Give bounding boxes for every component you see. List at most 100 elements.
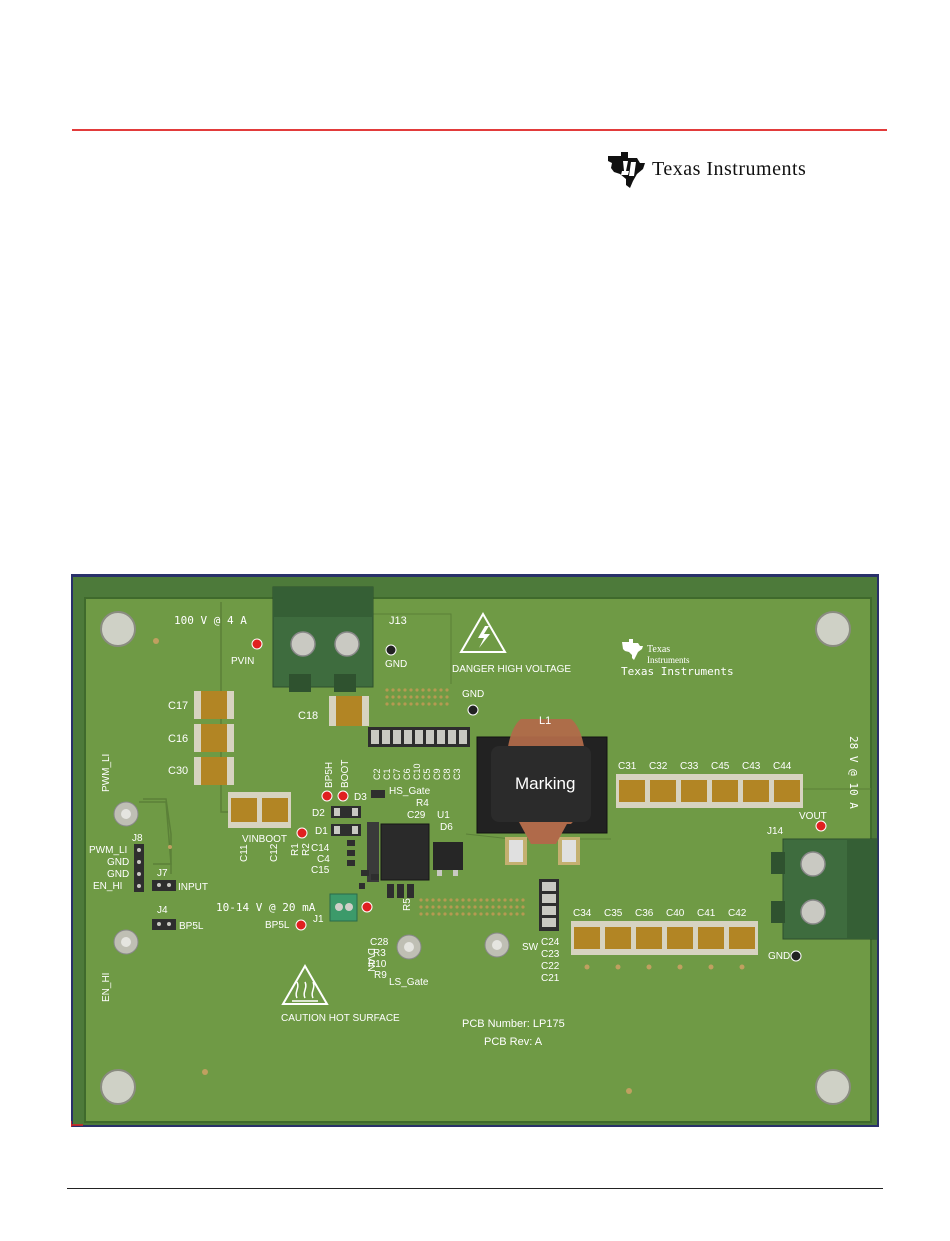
vout-label: VOUT	[799, 811, 827, 822]
j4-header	[152, 919, 176, 930]
c43-label: C43	[742, 761, 761, 772]
c5-label: C5	[422, 768, 432, 780]
j13-terminal	[272, 586, 374, 692]
sw-test-pad	[484, 932, 510, 958]
output-capacitors-top	[616, 774, 803, 808]
vout-testpoint	[815, 820, 827, 832]
c15-label: C15	[311, 865, 330, 876]
sw-label: SW	[522, 942, 539, 953]
j8-pin2: GND	[107, 857, 129, 868]
c41-label: C41	[697, 908, 716, 919]
pcb-number: PCB Number: LP175	[462, 1018, 565, 1030]
j7-header	[152, 880, 176, 891]
j7-label: J7	[157, 868, 168, 879]
j14-label: J14	[767, 826, 784, 837]
header-rule	[72, 129, 887, 131]
caution-hot-surface-icon	[281, 964, 329, 1005]
vinboot-testpoint	[296, 827, 308, 839]
gnd-top-testpoint	[385, 644, 397, 656]
c24-label: C24	[541, 937, 560, 948]
ls-gate-label: LS_Gate	[389, 977, 429, 988]
d6-label: D6	[440, 822, 453, 833]
j1-terminal	[329, 893, 358, 922]
dvin-testpoint	[361, 901, 373, 913]
j8-pin4: EN_HI	[93, 881, 122, 892]
c31-label: C31	[618, 761, 637, 772]
c45-label: C45	[711, 761, 730, 772]
d6-package	[433, 842, 463, 876]
pcb-render: 100 V @ 4 A J13 PVIN GND DANGER HIGH VOL…	[71, 574, 879, 1127]
pcb-rev: PCB Rev: A	[484, 1036, 543, 1048]
pvin-testpoint	[251, 638, 263, 650]
ti-wordmark: Texas Instruments	[652, 158, 807, 180]
gnd-top-label: GND	[385, 659, 407, 670]
c22-label: C22	[541, 961, 560, 972]
danger-label: DANGER HIGH VOLTAGE	[452, 664, 571, 675]
c10-label: C10	[412, 763, 422, 780]
j1-label: J1	[313, 914, 324, 925]
bp5l-label: BP5L	[265, 920, 290, 931]
r1-label: R1	[290, 843, 301, 856]
j13-label: J13	[389, 615, 407, 627]
c16-label: C16	[168, 733, 188, 745]
c4-label: C4	[317, 854, 330, 865]
c21-label: C21	[541, 973, 560, 984]
c7-label: C7	[392, 768, 402, 780]
j8-label: J8	[132, 833, 143, 844]
u1-label: U1	[437, 810, 450, 821]
footer-rule	[67, 1188, 883, 1189]
bias-rating: 10-14 V @ 20 mA	[216, 901, 316, 914]
c9-label: C9	[432, 768, 442, 780]
j8-pin1: PWM_LI	[89, 845, 127, 856]
j4-label: J4	[157, 905, 168, 916]
c18-label: C18	[298, 710, 318, 722]
bp5h-label: BP5H	[324, 762, 335, 788]
pwm-li-side-label: PWM_LI	[101, 754, 112, 792]
c14-label: C14	[311, 843, 330, 854]
c40-label: C40	[666, 908, 685, 919]
ls-gate-test-pad	[396, 934, 422, 960]
dvin-label: DVIN	[365, 948, 376, 972]
c36-label: C36	[635, 908, 654, 919]
j14-terminal	[771, 838, 878, 940]
bp5h-testpoint	[321, 790, 333, 802]
boot-label: BOOT	[340, 760, 351, 788]
d1-label: D1	[315, 826, 328, 837]
gnd-out-label: GND	[768, 951, 790, 962]
caution-label: CAUTION HOT SURFACE	[281, 1013, 400, 1024]
en-hi-side-label: EN_HI	[101, 973, 112, 1002]
r2-label: R2	[301, 843, 312, 856]
danger-high-voltage-icon	[459, 612, 507, 653]
c33-label: C33	[680, 761, 699, 772]
input-capacitors	[194, 691, 234, 785]
c32-label: C32	[649, 761, 668, 772]
d3-label: D3	[354, 792, 367, 803]
output-rating: 28 V @ 10 A	[847, 736, 860, 809]
r9-label: R9	[374, 970, 387, 981]
c23-label: C23	[541, 949, 560, 960]
c34-label: C34	[573, 908, 592, 919]
gnd-out-testpoint	[790, 950, 802, 962]
ti-state-icon	[608, 152, 645, 188]
l1-inductor	[476, 719, 608, 865]
bp5l-testpoint	[295, 919, 307, 931]
j8-pin3: GND	[107, 869, 129, 880]
vinboot-label: VINBOOT	[242, 834, 287, 845]
c28-label: C28	[370, 937, 389, 948]
vin-capacitors	[228, 792, 291, 828]
l1-label: L1	[539, 715, 551, 727]
boot-testpoint	[337, 790, 349, 802]
c2-label: C2	[372, 768, 382, 780]
c8-label: C8	[442, 768, 452, 780]
hs-gate-label: HS_Gate	[389, 786, 431, 797]
output-capacitors-bottom	[571, 921, 758, 955]
c17-label: C17	[168, 700, 188, 712]
c35-label: C35	[604, 908, 623, 919]
ti-logo: Texas Instruments	[604, 150, 886, 190]
board-logo-line1: Texas	[647, 644, 670, 655]
bp5l-jumper-label: BP5L	[179, 921, 204, 932]
gnd-mid-testpoint	[467, 704, 479, 716]
marking-label: Marking	[515, 774, 575, 793]
pwm-li-test-pad	[113, 801, 139, 827]
input-rating: 100 V @ 4 A	[174, 614, 247, 627]
